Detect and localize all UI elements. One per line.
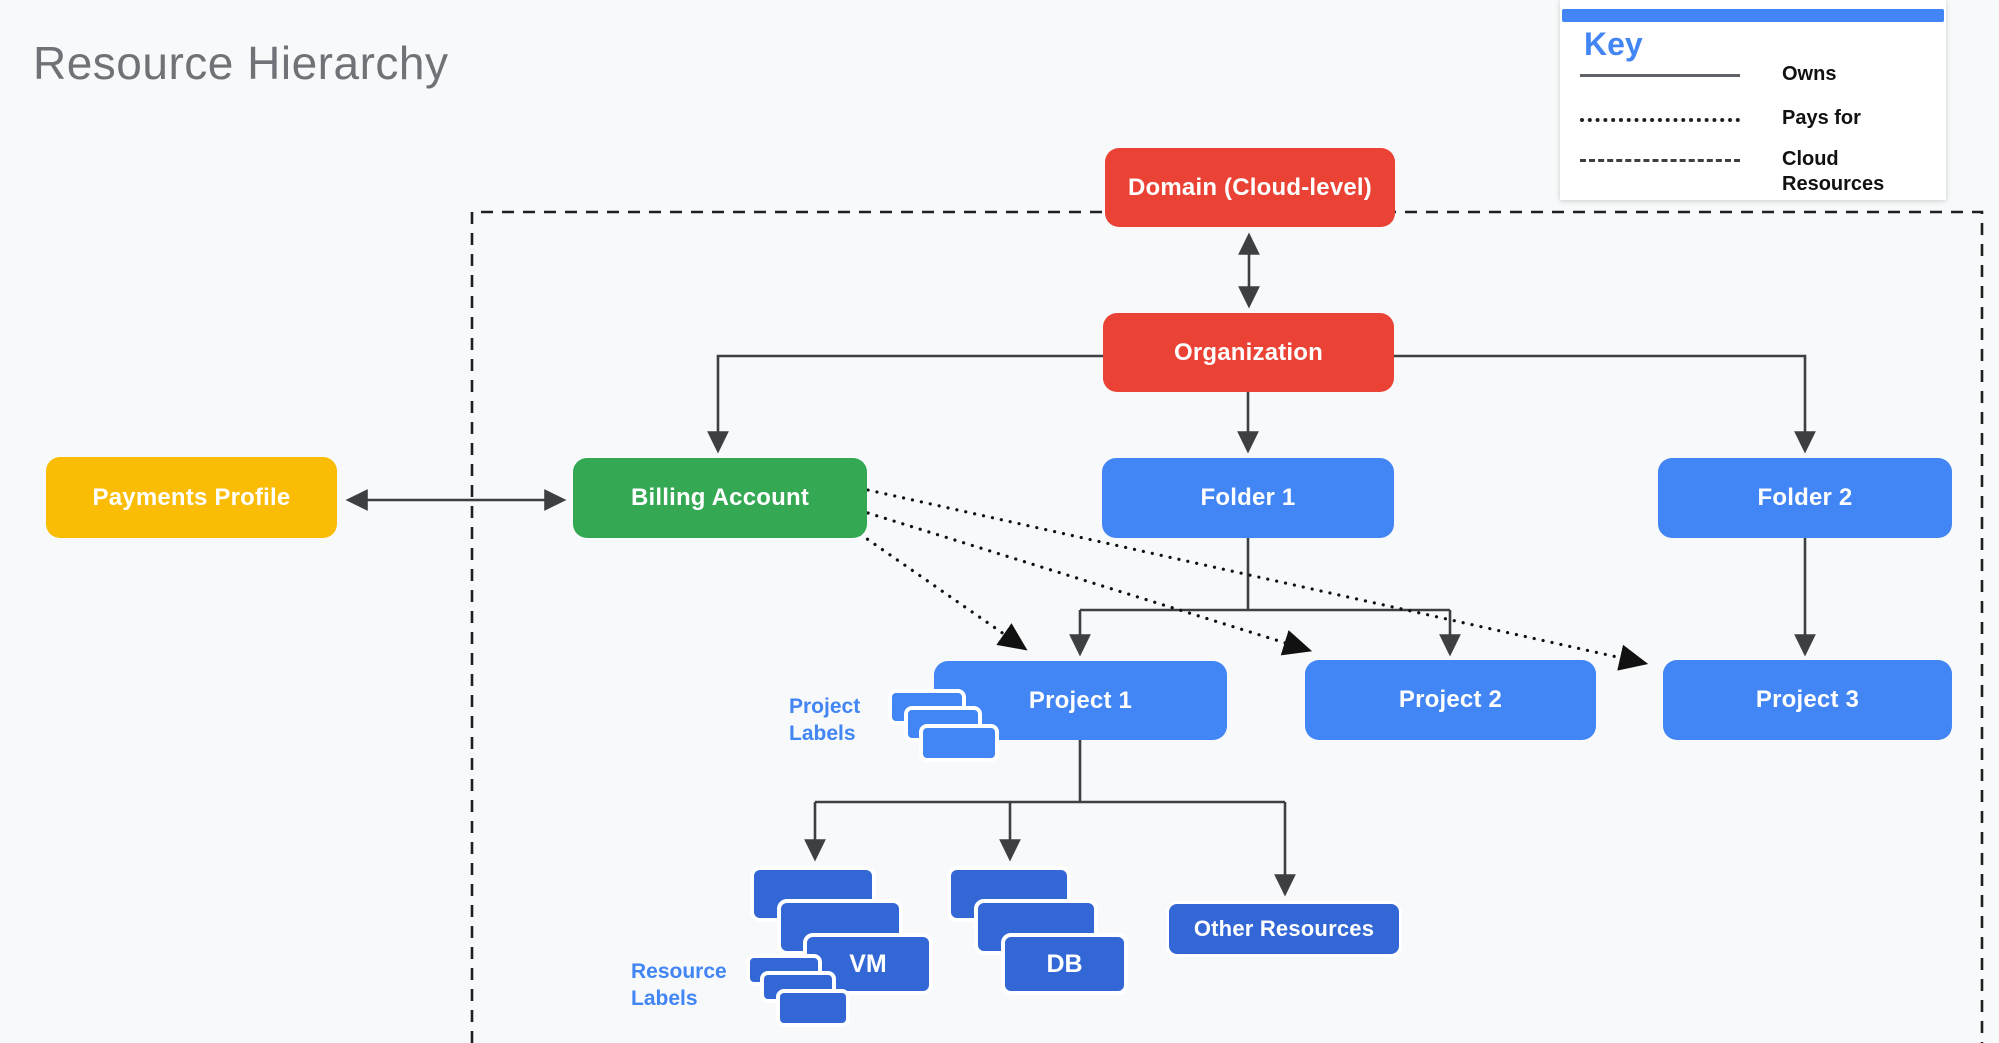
- legend-label-pays-for: Pays for: [1782, 107, 1861, 129]
- node-project-2: Project 2: [1305, 660, 1596, 740]
- legend-label-owns: Owns: [1782, 63, 1837, 85]
- resource-labels-annotation: Resource Labels: [631, 958, 727, 1012]
- project-labels-card-front: [919, 724, 999, 762]
- node-other-resources-label: Other Resources: [1193, 916, 1375, 941]
- node-billing-account-label: Billing Account: [630, 484, 810, 511]
- node-domain-label: Domain (Cloud-level): [1127, 173, 1372, 201]
- page-title: Resource Hierarchy: [33, 37, 449, 89]
- node-billing-account: Billing Account: [573, 458, 867, 538]
- legend-panel: Key Owns Pays for Cloud Resources: [1560, 0, 1946, 200]
- node-domain: Domain (Cloud-level): [1105, 148, 1395, 227]
- node-project-3: Project 3: [1663, 660, 1952, 740]
- owns-arrow-org-billing: [707, 354, 1103, 454]
- legend-dashed-line-sample: [1580, 159, 1740, 162]
- legend-accent-bar: [1562, 9, 1944, 22]
- owns-branch-project1: [815, 740, 1285, 804]
- legend-label-cloud-resources: Cloud Resources: [1782, 148, 1885, 195]
- node-payments-profile-label: Payments Profile: [92, 483, 291, 511]
- node-db-label: DB: [1046, 949, 1083, 978]
- project-labels-annotation: Project Labels: [789, 693, 860, 747]
- node-organization: Organization: [1103, 313, 1394, 392]
- node-db: DB: [1001, 933, 1128, 995]
- node-folder-1: Folder 1: [1102, 458, 1394, 538]
- legend-solid-line-sample: [1580, 74, 1740, 77]
- node-project-2-label: Project 2: [1398, 686, 1503, 713]
- node-payments-profile: Payments Profile: [46, 457, 337, 538]
- node-other-resources: Other Resources: [1166, 901, 1402, 957]
- legend-dotted-line-sample: [1580, 118, 1740, 122]
- node-folder-1-label: Folder 1: [1200, 484, 1296, 511]
- legend-heading: Key: [1584, 26, 1643, 62]
- node-folder-2: Folder 2: [1658, 458, 1952, 538]
- owns-branch-folder1: [1080, 538, 1450, 612]
- node-project-1-label: Project 1: [1028, 686, 1133, 714]
- project-labels-line1: Project: [789, 695, 861, 718]
- project-labels-line2: Labels: [789, 722, 856, 745]
- resource-labels-line1: Resource: [631, 960, 727, 983]
- resource-labels-card-front: [776, 989, 850, 1027]
- resource-labels-line2: Labels: [631, 987, 698, 1010]
- node-vm-label: VM: [849, 949, 887, 978]
- owns-arrow-org-folder2: [1394, 354, 1816, 454]
- node-project-3-label: Project 3: [1755, 686, 1860, 713]
- node-organization-label: Organization: [1173, 338, 1324, 366]
- paysfor-arrow-billing-project1: [858, 532, 1028, 651]
- node-folder-2-label: Folder 2: [1757, 484, 1853, 511]
